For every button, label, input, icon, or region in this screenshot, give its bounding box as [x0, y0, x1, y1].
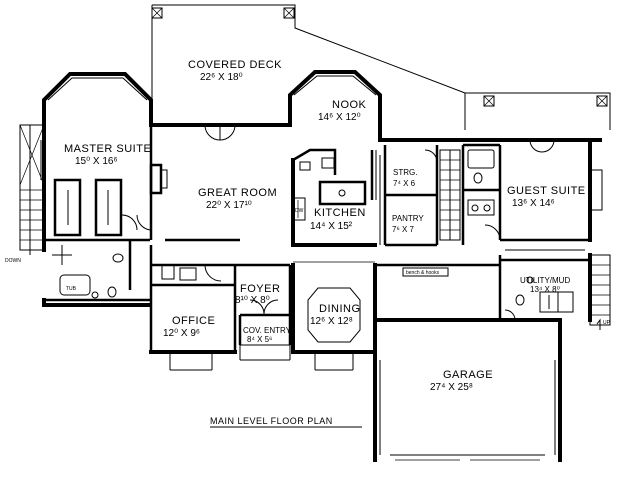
- dining-dims: 12⁶ X 12⁸: [310, 316, 353, 327]
- tub-label: TUB: [66, 286, 77, 292]
- office-dims: 12⁰ X 9⁶: [163, 328, 200, 339]
- garage: [373, 318, 562, 462]
- down-label: DOWN: [5, 258, 21, 264]
- foyer-label: FOYER: [240, 283, 280, 295]
- master-suite-dims: 15⁰ X 16⁶: [75, 156, 118, 167]
- garage-label: GARAGE: [443, 369, 493, 381]
- foyer-dims: 8¹⁰ X 8⁰: [235, 295, 270, 306]
- strg-pantry: [383, 145, 439, 247]
- bench-label: bench & hooks: [406, 270, 440, 276]
- dining-room: [291, 261, 377, 371]
- master-suite-label: MASTER SUITE: [64, 143, 151, 155]
- strg-label: STRG.: [393, 168, 417, 177]
- great-room-label: GREAT ROOM: [198, 187, 277, 199]
- utility-mud: [375, 254, 611, 330]
- stair-down: [19, 124, 45, 255]
- utility-dims: 13⁴ X 8⁰: [530, 285, 560, 294]
- guest-suite-dims: 13⁶ X 14⁶: [512, 198, 555, 209]
- pantry-label: PANTRY: [392, 214, 424, 223]
- office-label: OFFICE: [172, 315, 215, 327]
- guest-suite: [461, 139, 603, 251]
- deck-doors: [204, 124, 236, 141]
- covered-deck-label: COVERED DECK: [188, 59, 282, 71]
- center-stair: [439, 149, 461, 241]
- dw-label: DW: [295, 208, 304, 214]
- kitchen-dims: 14⁴ X 15²: [310, 221, 353, 232]
- foyer-office: [149, 264, 292, 371]
- master-bath: [44, 178, 153, 302]
- guest-suite-label: GUEST SUITE: [507, 185, 586, 197]
- garage-dims: 27⁴ X 25⁸: [430, 382, 473, 393]
- cov-entry-label: COV. ENTRY: [243, 326, 292, 335]
- kitchen-layout: [291, 148, 381, 247]
- covered-deck-dims: 22⁶ X 18⁰: [200, 72, 243, 83]
- strg-dims: 7⁴ X 6: [393, 179, 416, 188]
- utility-label: UTILITY/MUD: [520, 276, 570, 285]
- pantry-dims: 7⁶ X 7: [392, 225, 415, 234]
- great-room-dims: 22⁰ X 17¹⁰: [206, 200, 252, 211]
- fireplace: [149, 163, 168, 195]
- kitchen-label: KITCHEN: [314, 207, 366, 219]
- plan-title: MAIN LEVEL FLOOR PLAN: [210, 416, 333, 426]
- up-label: UP: [603, 320, 611, 326]
- covered-deck-outline: [151, 4, 611, 130]
- dining-label: DINING: [319, 303, 361, 315]
- cov-entry-dims: 8⁴ X 5⁶: [247, 335, 272, 344]
- nook-dims: 14⁶ X 12⁰: [318, 112, 361, 123]
- nook-label: NOOK: [332, 99, 367, 111]
